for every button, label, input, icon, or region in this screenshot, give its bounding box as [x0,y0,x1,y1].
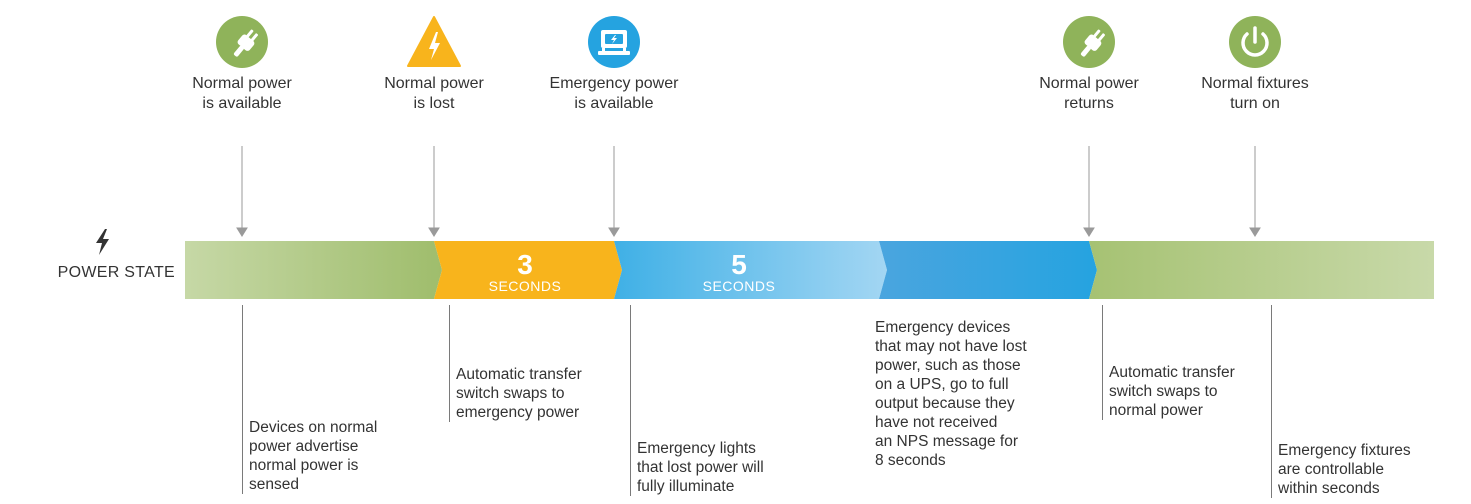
event-label: Normal power is available [192,75,292,112]
event-label: Normal power returns [1039,75,1139,112]
plug-icon [1061,14,1117,70]
description-ups-devices: Emergency devices that may not have lost… [875,319,1027,469]
segment-transfer [434,241,622,299]
segment-seconds-unit: SECONDS [702,278,776,294]
event-normal-power-returns: Normal power returns [989,14,1189,114]
segment-seconds-value: 3 [517,249,533,280]
segment-emergency [879,241,1097,299]
description-normal-sensed: Devices on normal power advertise normal… [242,305,377,494]
event-label: Normal fixtures turn on [1201,75,1309,112]
event-emergency-power-available: Emergency power is available [514,14,714,114]
warning-bolt-icon [406,14,462,70]
event-normal-fixtures-on: Normal fixtures turn on [1155,14,1355,114]
description-ats-to-emergency: Automatic transfer switch swaps to emerg… [449,305,582,422]
description-emergency-lights: Emergency lights that lost power will fu… [630,305,764,496]
event-label: Normal power is lost [384,75,484,112]
event-normal-power-lost: Normal power is lost [334,14,534,114]
segment-normal-restored [1089,241,1434,299]
power-state-label: POWER STATE [57,264,175,281]
description-fixtures-controllable: Emergency fixtures are controllable with… [1271,305,1411,498]
lightning-bolt-icon [93,229,113,260]
event-normal-power-available: Normal power is available [142,14,342,114]
segment-seconds-unit: SECONDS [488,278,562,294]
description-ats-to-normal: Automatic transfer switch swaps to norma… [1102,305,1235,420]
event-label: Emergency power is available [549,75,679,112]
plug-icon [214,14,270,70]
segment-emergency-startup [614,241,887,299]
power-icon [1227,14,1283,70]
segment-seconds-value: 5 [731,249,747,280]
segment-normal [185,241,442,299]
generator-icon [586,14,642,70]
